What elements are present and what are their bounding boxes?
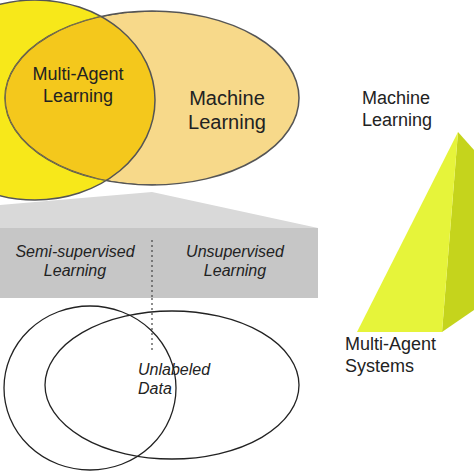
learning-band: Semi-supervised Learning Unsupervised Lea… [0, 190, 320, 300]
divider-line [151, 298, 152, 350]
node-text: Unsupervised Learning [160, 242, 310, 280]
axis-label: Machine Learning [362, 88, 462, 131]
node-text: Machine Learning [172, 86, 282, 134]
axis-label: Multi-Agent Systems [345, 334, 457, 377]
prism-face [357, 132, 458, 332]
data-ellipse: Unlabeled Data [44, 310, 302, 462]
node-text: Semi-supervised Learning [4, 242, 146, 280]
mal-lens: Multi-Agent Learning [4, 10, 156, 186]
shape-outline [44, 310, 302, 462]
node-text: Multi-Agent Learning [32, 64, 124, 107]
node-text: Unlabeled Data [138, 360, 222, 398]
ml-ellipse: Machine Learning Multi-Agent Learning [4, 10, 300, 186]
